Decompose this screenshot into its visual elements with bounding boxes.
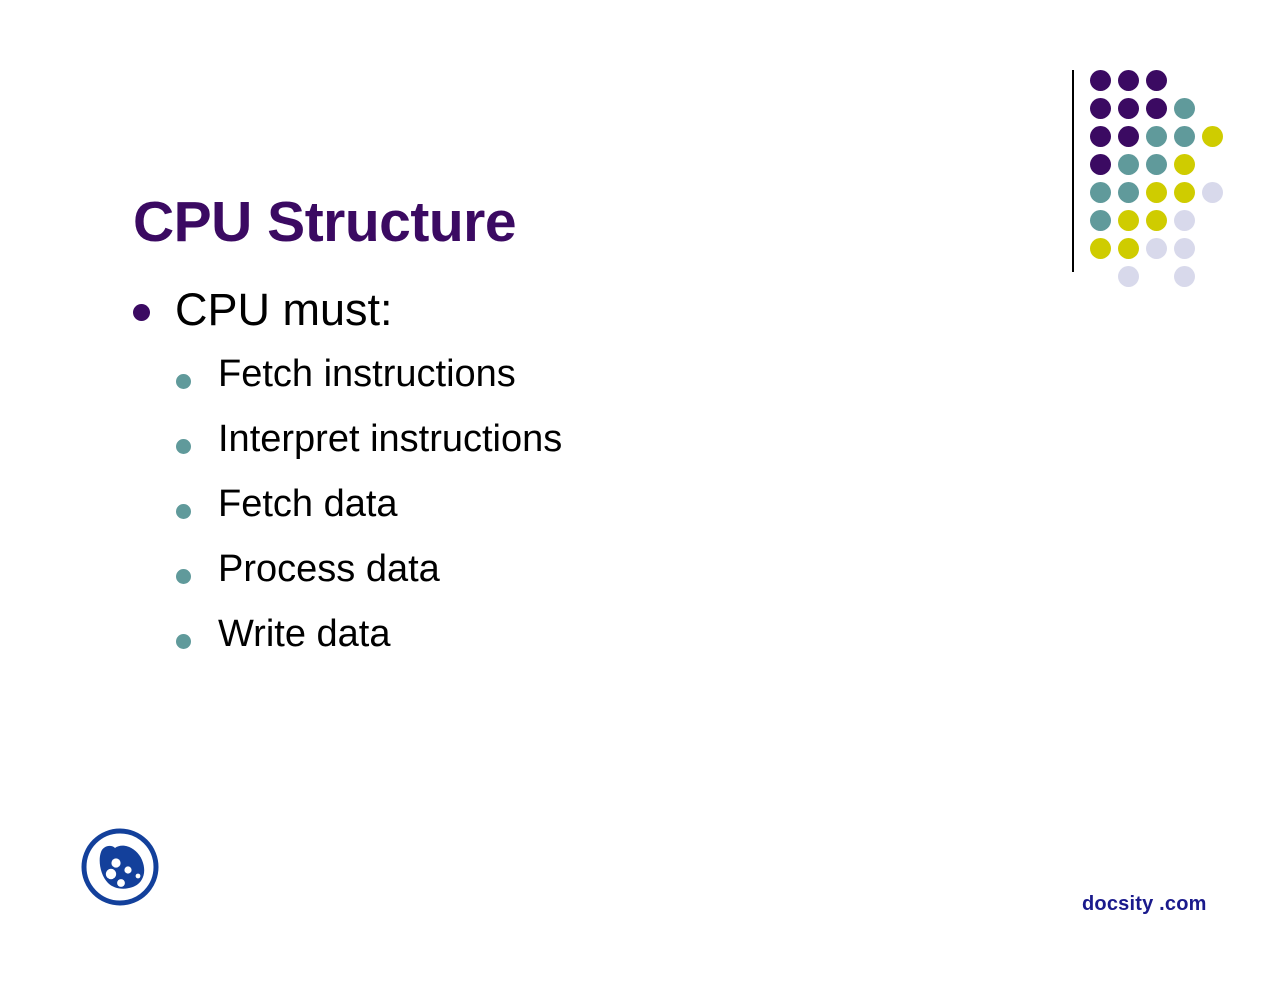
decoration-dot (1174, 126, 1195, 147)
decoration-dot (1202, 126, 1223, 147)
decoration-dot (1118, 266, 1139, 287)
decoration-dot (1146, 126, 1167, 147)
decoration-dot (1174, 98, 1195, 119)
docsity-logo (79, 826, 161, 908)
bullet-label: Write data (218, 613, 391, 655)
bullet-dot-icon (176, 374, 191, 389)
decoration-dot (1090, 238, 1111, 259)
decoration-dot (1146, 70, 1167, 91)
bullet-label: Fetch data (218, 483, 398, 525)
decoration-dot (1090, 126, 1111, 147)
decoration-dot (1146, 182, 1167, 203)
decoration-dot (1090, 210, 1111, 231)
dot-grid-decoration (1068, 60, 1223, 287)
decoration-dot (1118, 154, 1139, 175)
docsity-url-label: docsity .com (1082, 893, 1207, 915)
decoration-dot (1174, 182, 1195, 203)
bullet-item: Process data (0, 548, 900, 615)
vertical-rule-divider (1072, 70, 1074, 272)
bullet-item: Fetch instructions (0, 353, 900, 420)
decoration-dot (1090, 70, 1111, 91)
bullet-label: Process data (218, 548, 440, 590)
bullet-item: Write data (0, 613, 900, 680)
decoration-dot (1146, 210, 1167, 231)
decoration-dot (1174, 266, 1195, 287)
decoration-dot (1118, 210, 1139, 231)
decoration-dot (1146, 238, 1167, 259)
bullet-item: Interpret instructions (0, 418, 900, 485)
decoration-dot (1118, 126, 1139, 147)
bullet-label: Fetch instructions (218, 353, 516, 395)
decoration-dot (1090, 98, 1111, 119)
page-title: CPU Structure (133, 190, 517, 255)
decoration-dot (1118, 70, 1139, 91)
decoration-dot (1146, 154, 1167, 175)
decoration-dot (1090, 154, 1111, 175)
decoration-dot (1174, 238, 1195, 259)
decoration-dot (1174, 154, 1195, 175)
decoration-dot (1118, 98, 1139, 119)
decoration-dot (1202, 182, 1223, 203)
decoration-dot (1174, 210, 1195, 231)
bullet-label: CPU must: (175, 284, 393, 335)
decoration-dot (1146, 98, 1167, 119)
bullet-label: Interpret instructions (218, 418, 563, 460)
bullet-dot-icon (176, 439, 191, 454)
bullet-dot-icon (176, 634, 191, 649)
decoration-dot (1090, 182, 1111, 203)
bullet-item: Fetch data (0, 483, 900, 550)
bullet-dot-icon (133, 304, 150, 321)
bullet-item: CPU must: (0, 287, 900, 355)
decoration-dot (1118, 238, 1139, 259)
bullet-dot-icon (176, 504, 191, 519)
decoration-dot (1118, 182, 1139, 203)
bullet-dot-icon (176, 569, 191, 584)
